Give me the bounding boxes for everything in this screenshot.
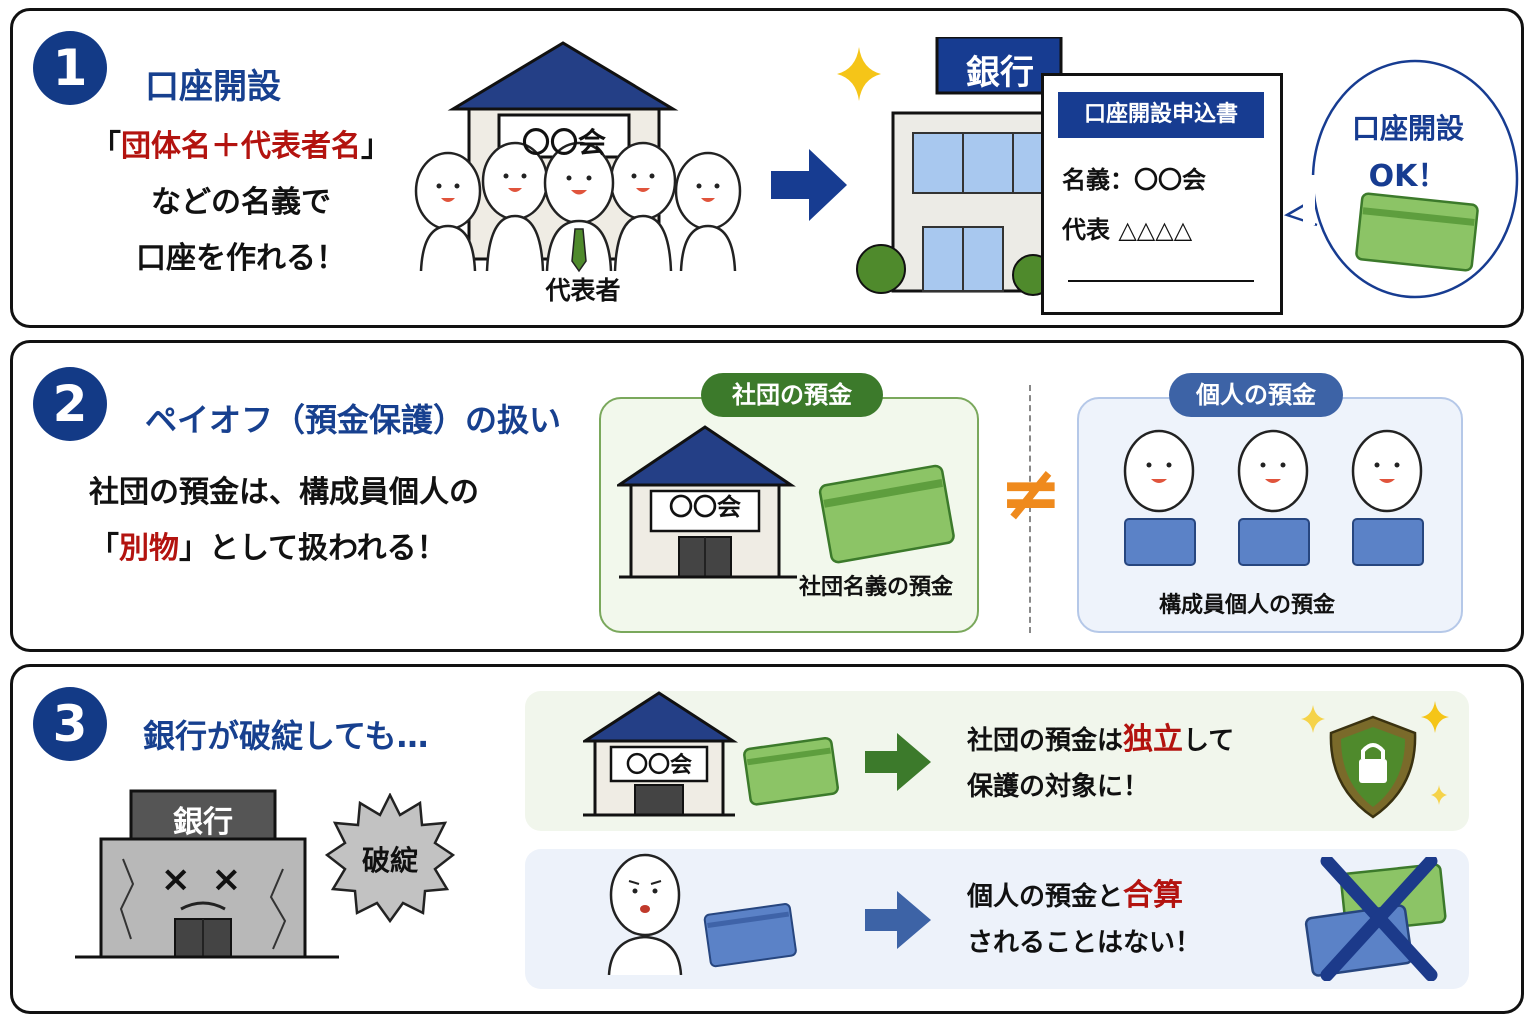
protected-text-b: して bbox=[1183, 726, 1235, 756]
association-house-and-card bbox=[617, 425, 955, 579]
section-2-panel: 2 ペイオフ（預金保護）の扱い 社団の預金は、構成員個人の 「別物」として扱われ… bbox=[10, 340, 1524, 652]
bracket-open: 「 bbox=[91, 129, 121, 164]
association-deposit-header: 社団の預金 bbox=[701, 373, 883, 417]
house-sign-label: 〇〇会 bbox=[521, 126, 606, 159]
association-deposit-caption: 社団名義の預金 bbox=[799, 575, 954, 600]
bank-building-illustration bbox=[856, 37, 1063, 296]
section-1-text-line1: 「団体名＋代表者名」 bbox=[81, 119, 401, 175]
application-form: 口座開設申込書 名義：〇〇会 代表 △△△△ bbox=[1041, 73, 1283, 315]
arrow-right-green-icon bbox=[865, 733, 931, 791]
section-1-title: 口座開設 bbox=[145, 67, 281, 107]
broken-face-eyes: × × bbox=[160, 859, 246, 900]
collapse-burst-label: 破綻 bbox=[361, 844, 418, 877]
bubble-line1: 口座開設 bbox=[1351, 112, 1464, 145]
association-house-sign: 〇〇会 bbox=[669, 493, 741, 521]
bracket-close: 」 bbox=[361, 129, 391, 164]
not-combined-text-a: 個人の預金と bbox=[967, 882, 1124, 912]
section-2-text-line2: 「別物」として扱われる！ bbox=[89, 521, 549, 577]
collapse-burst-badge bbox=[325, 793, 455, 923]
form-signature-line bbox=[1068, 280, 1254, 282]
bracket-close: 」として扱われる！ bbox=[179, 531, 447, 566]
association-house-illustration bbox=[414, 41, 742, 273]
section-1-text-line3: 口座を作れる！ bbox=[136, 241, 346, 276]
bank-sign-label: 銀行 bbox=[966, 53, 1034, 93]
arrow-right-icon bbox=[771, 149, 847, 221]
broken-bank-illustration bbox=[75, 789, 339, 959]
highlight-combined: 合算 bbox=[1123, 878, 1184, 913]
section-2-text: 社団の預金は、構成員個人の 「別物」として扱われる！ bbox=[89, 465, 549, 577]
section-1-panel: 1 口座開設 「団体名＋代表者名」 などの名義で 口座を作れる！ bbox=[10, 8, 1524, 328]
step-number-3: 3 bbox=[33, 687, 107, 761]
not-equal-icon: ≠ bbox=[999, 448, 1063, 537]
section-2-title: ペイオフ（預金保護）の扱い bbox=[145, 401, 562, 439]
shield-lock-icon bbox=[1301, 701, 1449, 819]
sparkle-icon bbox=[837, 47, 881, 101]
arrow-right-blue-icon bbox=[865, 891, 931, 949]
small-house-sign: 〇〇会 bbox=[625, 753, 692, 778]
highlight-separate: 別物 bbox=[119, 531, 179, 566]
association-house-card-small bbox=[583, 691, 839, 817]
protected-deposit-text: 社団の預金は独立して 保護の対象に！ bbox=[967, 717, 1234, 810]
protected-line1: 社団の預金は独立して bbox=[967, 717, 1234, 764]
form-header: 口座開設申込書 bbox=[1058, 92, 1264, 138]
bracket-open: 「 bbox=[89, 531, 119, 566]
individual-deposit-caption: 構成員個人の預金 bbox=[1159, 593, 1336, 618]
bubble-line2: OK！ bbox=[1368, 159, 1448, 194]
highlight-independent: 独立 bbox=[1123, 722, 1184, 757]
section-3-title: 銀行が破綻しても… bbox=[143, 717, 429, 755]
speech-bubble bbox=[1283, 59, 1519, 299]
not-combined-line1: 個人の預金と合算 bbox=[967, 873, 1201, 920]
members-with-cards bbox=[1123, 429, 1424, 566]
divider-line bbox=[1029, 385, 1031, 633]
representative-label: 代表者 bbox=[545, 276, 621, 305]
protected-text-a: 社団の預金は bbox=[967, 726, 1124, 756]
broken-bank-sign: 銀行 bbox=[173, 805, 233, 840]
section-2-text-line1: 社団の預金は、構成員個人の bbox=[89, 475, 479, 510]
worried-person-with-card bbox=[607, 853, 797, 975]
cards-crossed-out-icon bbox=[1304, 857, 1447, 981]
section-1-text: 「団体名＋代表者名」 などの名義で 口座を作れる！ bbox=[81, 119, 401, 287]
section-1-text-line2: などの名義で bbox=[151, 185, 331, 220]
step-number-1: 1 bbox=[33, 31, 107, 105]
form-name-line: 名義：〇〇会 bbox=[1062, 166, 1206, 194]
form-rep-line: 代表 △△△△ bbox=[1062, 216, 1193, 244]
not-combined-text: 個人の預金と合算 されることはない！ bbox=[967, 873, 1201, 966]
step-number-2: 2 bbox=[33, 367, 107, 441]
highlight-group-name: 団体名＋代表者名 bbox=[121, 129, 361, 164]
individual-deposit-header: 個人の預金 bbox=[1169, 373, 1343, 417]
not-combined-line2: されることはない！ bbox=[967, 928, 1202, 958]
protected-line2: 保護の対象に！ bbox=[967, 772, 1150, 802]
section-3-panel: 3 銀行が破綻しても… 銀行 × × 破綻 〇〇会 社団の預金は独立して 保護の… bbox=[10, 664, 1524, 1014]
